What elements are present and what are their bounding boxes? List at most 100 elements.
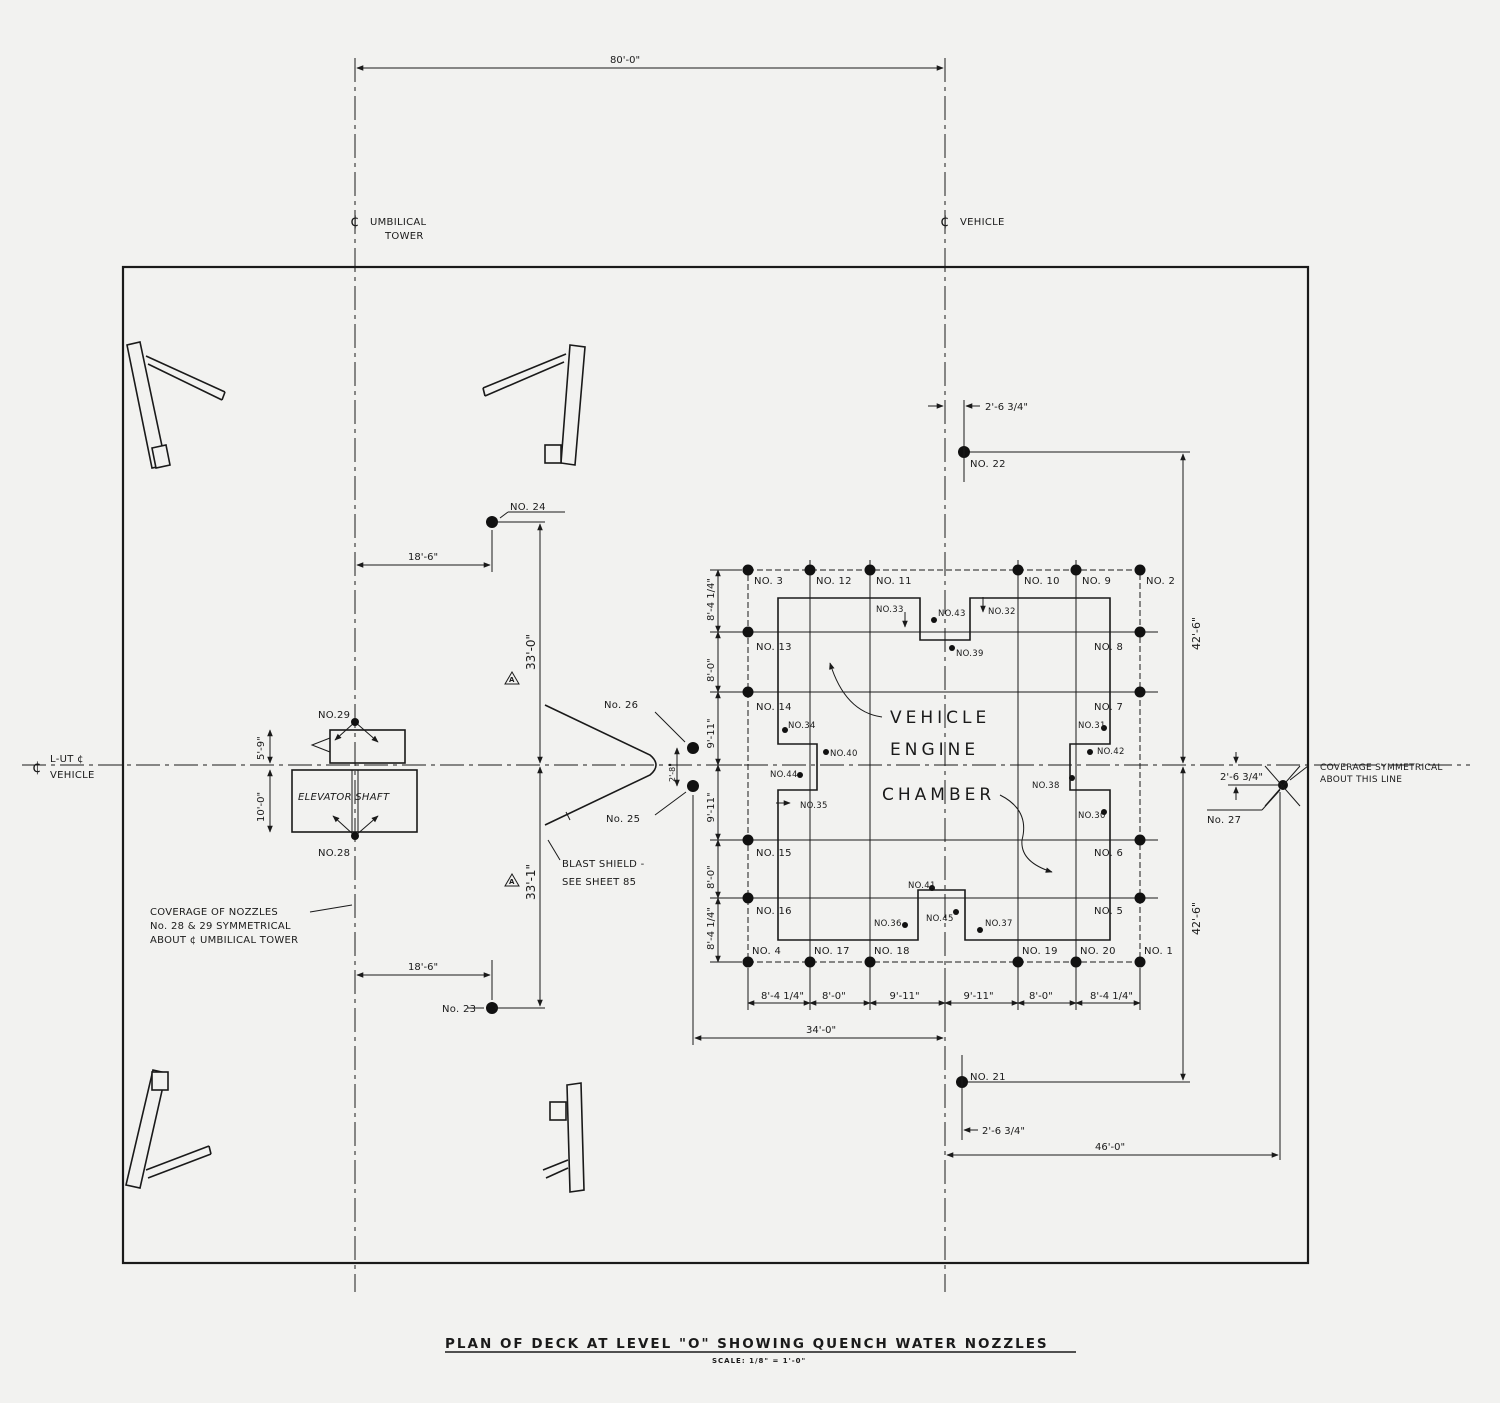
nozzle-12-label: NO. 12: [816, 576, 852, 587]
dim-46ft: 46'-0": [946, 792, 1281, 1160]
svg-text:46'-0": 46'-0": [1095, 1142, 1125, 1153]
nozzle-28-marker: [351, 832, 359, 840]
drawing-title: PLAN OF DECK AT LEVEL "O" SHOWING QUENCH…: [445, 1336, 1049, 1352]
left-dim-label: 8'-0": [706, 658, 717, 682]
dim-2ft-6in-right: 2'-6 3/4": [1220, 752, 1280, 800]
nozzle-36-label: NO.36: [874, 919, 902, 929]
nozzle-38-marker: [1069, 775, 1075, 781]
nozzle-10-marker: [1012, 564, 1024, 576]
nozzle-9-label: NO. 9: [1082, 576, 1111, 587]
dim-2ft-8in: 2'-8": [668, 747, 680, 787]
svg-text:COVERAGE OF NOZZLES: COVERAGE OF NOZZLES: [150, 907, 278, 918]
nozzle-8-label: NO. 8: [1094, 642, 1123, 653]
nozzle-37-marker: [977, 927, 983, 933]
nozzle-7-label: NO. 7: [1094, 702, 1123, 713]
nozzle-31-marker: [1101, 725, 1107, 731]
nozzle-24-marker: [486, 516, 498, 528]
left-dim-label: 9'-11": [706, 718, 717, 748]
tower-leg-bottom-left: [125, 1069, 212, 1189]
svg-text:UMBILICAL: UMBILICAL: [370, 217, 427, 228]
revision-marker-upper: A: [504, 671, 520, 685]
blast-shield-note: BLAST SHIELD - SEE SHEET 85: [547, 839, 645, 888]
tower-leg-bottom-right: [542, 1082, 585, 1193]
svg-text:2'-6 3/4": 2'-6 3/4": [982, 1126, 1025, 1137]
nozzle-5-label: NO. 5: [1094, 906, 1123, 917]
nozzle-10-label: NO. 10: [1024, 576, 1060, 587]
nozzle-42-marker: [1087, 749, 1093, 755]
nozzle-35-label: NO.35: [800, 801, 828, 811]
nozzle-6-label: NO. 6: [1094, 848, 1123, 859]
nozzle-20-marker: [1070, 956, 1082, 968]
nozzle-26-marker: [687, 742, 699, 754]
nozzle-29-marker: [351, 718, 359, 726]
nozzle-30-label: NO.30: [1078, 811, 1106, 821]
dim-10ft: 10'-0": [256, 769, 273, 833]
nozzle-4-label: NO. 4: [752, 946, 781, 957]
nozzle-17-label: NO. 17: [814, 946, 850, 957]
blast-shield: [544, 704, 657, 826]
svg-text:BLAST SHIELD -: BLAST SHIELD -: [562, 859, 645, 870]
svg-text:VEHICLE: VEHICLE: [890, 708, 990, 728]
tower-leg-top-right: [482, 344, 586, 466]
svg-text:42'-6": 42'-6": [1190, 617, 1203, 650]
nozzle-41-marker: [929, 885, 935, 891]
dim-18ft-6in-lower: 18'-6": [356, 960, 493, 1000]
dim-2ft-6in-lower: 2'-6 3/4": [961, 1055, 1025, 1140]
nozzle-34-marker: [782, 727, 788, 733]
nozzle-11-label: NO. 11: [876, 576, 912, 587]
nozzle-16-marker: [742, 892, 754, 904]
dim-18ft-6in-upper: 18'-6": [356, 530, 493, 572]
inner-nozzles: NO.43 NO.39 NO.33 NO.32 NO.34 NO.40 NO.4…: [770, 597, 1125, 933]
svg-text:ABOUT THIS LINE: ABOUT THIS LINE: [1320, 775, 1402, 785]
svg-text:2'-8": 2'-8": [668, 763, 677, 782]
bottom-dim-label: 8'-0": [1029, 991, 1053, 1002]
dim-34ft: 34'-0": [692, 795, 944, 1045]
dim-2ft-6in-upper: 2'-6 3/4": [928, 400, 1028, 482]
engine-chamber-outline: [777, 597, 1111, 941]
nozzle-32-label: NO.32: [988, 607, 1016, 617]
coverage-symmetrical-note: COVERAGE SYMMETRICAL ABOUT THIS LINE: [1289, 763, 1443, 785]
svg-text:CHAMBER: CHAMBER: [882, 785, 995, 805]
nozzle-18-label: NO. 18: [874, 946, 910, 957]
nozzle-21-label: NO. 21: [970, 1072, 1006, 1083]
svg-text:No. 23: No. 23: [442, 1004, 476, 1015]
nozzle-12-marker: [804, 564, 816, 576]
nozzle-23-marker: [486, 1002, 498, 1014]
svg-text:2'-6 3/4": 2'-6 3/4": [1220, 772, 1263, 783]
svg-text:¢: ¢: [32, 758, 42, 776]
svg-text:ABOUT ¢ UMBILICAL TOWER: ABOUT ¢ UMBILICAL TOWER: [150, 935, 298, 946]
svg-text:No. 28 & 29 SYMMETRICAL: No. 28 & 29 SYMMETRICAL: [150, 921, 291, 932]
dim-80ft: 80'-0": [356, 55, 944, 71]
left-dim-label: 8'-4 1/4": [706, 578, 717, 621]
nozzle-1-label: NO. 1: [1144, 946, 1173, 957]
dim-33ft-1in: 33'-1": [495, 766, 545, 1009]
svg-text:42'-6": 42'-6": [1190, 902, 1203, 935]
left-chain-dims: 8'-4 1/4"8'-0"9'-11"9'-11"8'-0"8'-4 1/4": [706, 569, 742, 963]
svg-text:33'-0": 33'-0": [524, 634, 538, 670]
nozzle-24-label: NO. 24: [499, 502, 565, 519]
nozzle-31-label: NO.31: [1078, 721, 1106, 731]
nozzle-13-label: NO. 13: [756, 642, 792, 653]
nozzle-19-marker: [1012, 956, 1024, 968]
nozzle-45-marker: [953, 909, 959, 915]
nozzle-40-label: NO.40: [830, 749, 858, 759]
nozzle-36-marker: [902, 922, 908, 928]
nozzle-44-marker: [797, 772, 803, 778]
nozzle-45-label: NO.45: [926, 914, 954, 924]
nozzle-14-marker: [742, 686, 754, 698]
svg-text:ELEVATOR SHAFT: ELEVATOR SHAFT: [298, 792, 390, 803]
nozzle-20-label: NO. 20: [1080, 946, 1116, 957]
nozzle-grid-outline: [747, 569, 1141, 963]
svg-text:33'-1": 33'-1": [524, 864, 538, 900]
dim-5ft-9in: 5'-9": [256, 729, 273, 764]
svg-text:COVERAGE SYMMETRICAL: COVERAGE SYMMETRICAL: [1320, 763, 1443, 773]
nozzle-41-label: NO.41: [908, 881, 936, 891]
nozzle-25-label: No. 25: [606, 791, 687, 825]
umbilical-tower-label: ¢ UMBILICAL TOWER: [350, 212, 427, 242]
left-dim-label: 9'-11": [706, 792, 717, 822]
nozzle-25-marker: [687, 780, 699, 792]
svg-text:NO. 24: NO. 24: [510, 502, 546, 513]
svg-text:2'-6 3/4": 2'-6 3/4": [985, 402, 1028, 413]
nozzle-42-label: NO.42: [1097, 747, 1125, 757]
